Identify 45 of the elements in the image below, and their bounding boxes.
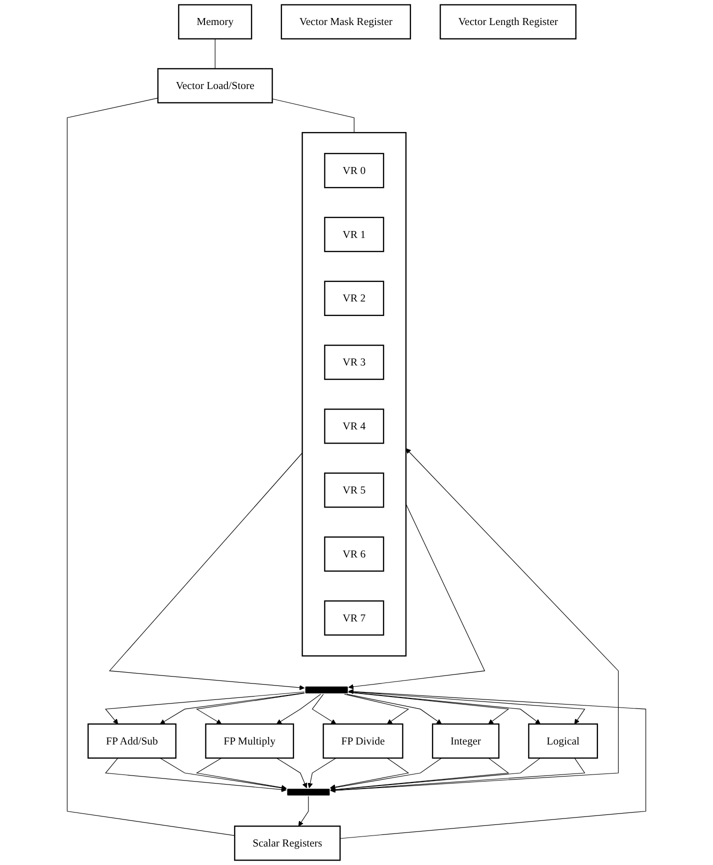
arrow xyxy=(276,758,308,788)
arrow xyxy=(330,448,619,792)
arrow xyxy=(340,688,646,839)
node-box: FP Add/Sub xyxy=(88,723,176,759)
node-box: VR 1 xyxy=(324,216,384,252)
connector xyxy=(66,98,235,836)
node-box: VR 4 xyxy=(324,408,384,444)
arrow xyxy=(312,694,336,724)
arrow xyxy=(196,758,287,790)
node-box: Vector Load/Store xyxy=(157,68,273,104)
arrow xyxy=(344,694,410,724)
node-box: VR 2 xyxy=(324,280,384,316)
arrow xyxy=(330,758,410,790)
arrow xyxy=(104,692,305,724)
node-box: Memory xyxy=(178,4,252,40)
node-box: VR 7 xyxy=(324,600,384,636)
node-box: Vector Length Register xyxy=(440,4,576,40)
arrow xyxy=(348,692,510,724)
node-box: VR 3 xyxy=(324,344,384,380)
arrow xyxy=(276,694,322,724)
arrow xyxy=(160,692,305,724)
arrow xyxy=(346,694,442,724)
connector xyxy=(272,98,354,133)
node-box: FP Multiply xyxy=(205,723,294,759)
cluster xyxy=(302,132,407,657)
connector xyxy=(214,38,216,69)
arrow xyxy=(348,691,586,724)
arrow xyxy=(348,692,541,724)
arrow xyxy=(196,692,305,724)
node-box: VR 6 xyxy=(324,536,384,572)
arrow xyxy=(108,452,305,690)
arrow xyxy=(298,796,309,826)
node-box: Scalar Registers xyxy=(234,826,341,861)
arrow xyxy=(104,758,287,792)
arrow xyxy=(330,758,586,793)
arrow xyxy=(330,758,442,790)
arrow xyxy=(348,504,486,690)
node-box: Integer xyxy=(432,723,500,759)
node-box: FP Divide xyxy=(322,723,404,759)
node-box: VR 0 xyxy=(324,152,384,188)
node-box: Logical xyxy=(528,723,598,759)
node-box: Vector Mask Register xyxy=(280,4,412,40)
arrow xyxy=(308,758,336,788)
arrow xyxy=(160,758,287,791)
node-box: VR 5 xyxy=(324,472,384,508)
